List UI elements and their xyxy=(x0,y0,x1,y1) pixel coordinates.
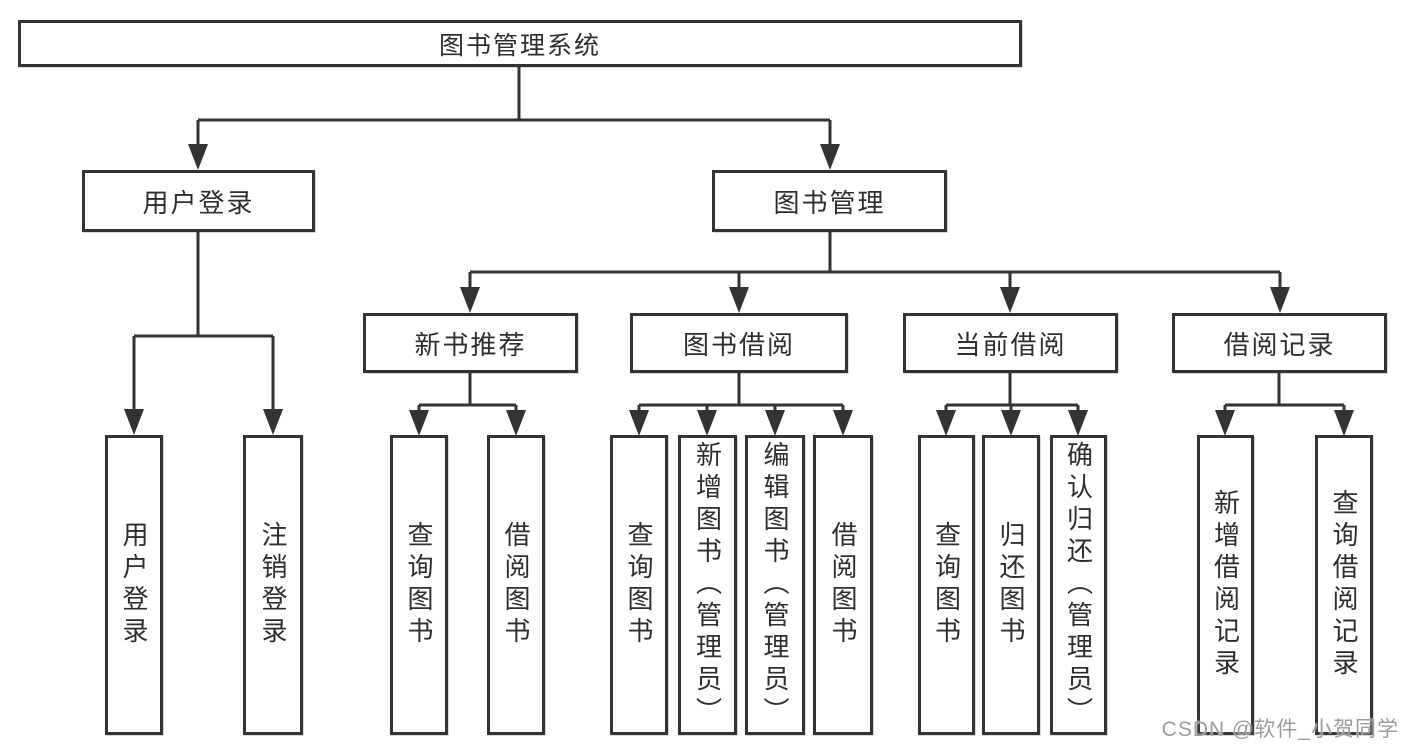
leaf-label: 新增图书（管理员） xyxy=(692,441,723,729)
node-borrowing-records: 借阅记录 xyxy=(1172,313,1387,373)
leaf-label: 查询图书 xyxy=(624,521,654,649)
arrowhead xyxy=(506,410,526,436)
leaf-borrow-books: 借阅图书 xyxy=(813,435,873,735)
node-book-management: 图书管理 xyxy=(712,170,947,232)
connector-user-login-to-leaves xyxy=(132,232,275,414)
leaf-add-book-admin: 新增图书（管理员） xyxy=(678,435,737,735)
connector-lines xyxy=(132,67,1346,415)
leaf-label: 借阅图书 xyxy=(828,521,858,649)
node-label: 新书推荐 xyxy=(414,329,527,360)
leaf-add-borrow-record: 新增借阅记录 xyxy=(1197,435,1254,735)
arrowhead xyxy=(936,410,956,436)
arrowhead xyxy=(1000,287,1020,313)
leaf-label: 归还图书 xyxy=(996,521,1026,649)
connector-borrow-records-to-leaves xyxy=(1223,373,1346,415)
node-current-borrowing: 当前借阅 xyxy=(903,313,1118,373)
arrowhead xyxy=(409,410,429,436)
arrowhead xyxy=(1334,410,1354,436)
arrowhead xyxy=(1001,410,1021,436)
leaf-label: 查询借阅记录 xyxy=(1329,489,1359,681)
connector-current-borrow-to-leaves xyxy=(944,373,1080,415)
node-label: 借阅记录 xyxy=(1223,329,1336,360)
leaf-query-borrow-record: 查询借阅记录 xyxy=(1315,435,1373,735)
node-label: 图书管理 xyxy=(773,187,886,218)
arrowhead xyxy=(765,410,785,436)
arrowhead xyxy=(629,410,649,436)
arrowhead xyxy=(1068,410,1088,436)
node-label: 图书借阅 xyxy=(682,329,795,360)
leaf-logout: 注销登录 xyxy=(243,435,303,735)
node-label: 当前借阅 xyxy=(954,329,1067,360)
arrowhead xyxy=(124,409,144,435)
arrowhead xyxy=(188,144,208,170)
leaf-query-books-current: 查询图书 xyxy=(918,435,975,735)
leaf-query-books-recommend: 查询图书 xyxy=(390,435,448,735)
arrowheads xyxy=(124,144,1354,436)
leaf-label: 借阅图书 xyxy=(501,521,531,649)
node-new-book-recommendation: 新书推荐 xyxy=(363,313,578,373)
arrowhead xyxy=(729,287,749,313)
arrowhead xyxy=(460,287,480,313)
arrowhead xyxy=(833,410,853,436)
leaf-edit-book-admin: 编辑图书（管理员） xyxy=(745,435,805,735)
leaf-user-login: 用户登录 xyxy=(105,435,163,735)
node-label: 用户登录 xyxy=(142,187,255,218)
node-book-borrowing: 图书借阅 xyxy=(630,313,848,373)
csdn-watermark: CSDN @软件_小贺同学 xyxy=(1161,718,1399,741)
arrowhead xyxy=(1270,287,1290,313)
connector-book-borrow-to-leaves xyxy=(637,373,845,415)
arrowhead xyxy=(820,144,840,170)
leaf-confirm-return-admin: 确认归还（管理员） xyxy=(1050,435,1107,735)
connector-new-book-rec-to-leaves xyxy=(417,373,518,415)
arrowhead xyxy=(1215,410,1235,436)
arrowhead xyxy=(263,409,283,435)
leaf-return-books: 归还图书 xyxy=(982,435,1040,735)
leaf-label: 注销登录 xyxy=(258,521,288,649)
connector-root-to-level2 xyxy=(196,67,832,148)
leaf-label: 确认归还（管理员） xyxy=(1063,441,1094,729)
arrowhead xyxy=(697,410,717,436)
leaf-query-books-borrow: 查询图书 xyxy=(610,435,668,735)
node-user-login: 用户登录 xyxy=(82,170,315,232)
leaf-label: 编辑图书（管理员） xyxy=(760,441,790,729)
leaf-borrow-books-recommend: 借阅图书 xyxy=(487,435,545,735)
leaf-label: 新增借阅记录 xyxy=(1210,489,1241,681)
node-label: 图书管理系统 xyxy=(438,31,601,60)
leaf-label: 查询图书 xyxy=(931,521,962,649)
leaf-label: 用户登录 xyxy=(119,521,149,649)
connector-book-mgmt-to-level3 xyxy=(468,232,1282,292)
node-library-management-system: 图书管理系统 xyxy=(18,20,1022,67)
leaf-label: 查询图书 xyxy=(404,521,434,649)
